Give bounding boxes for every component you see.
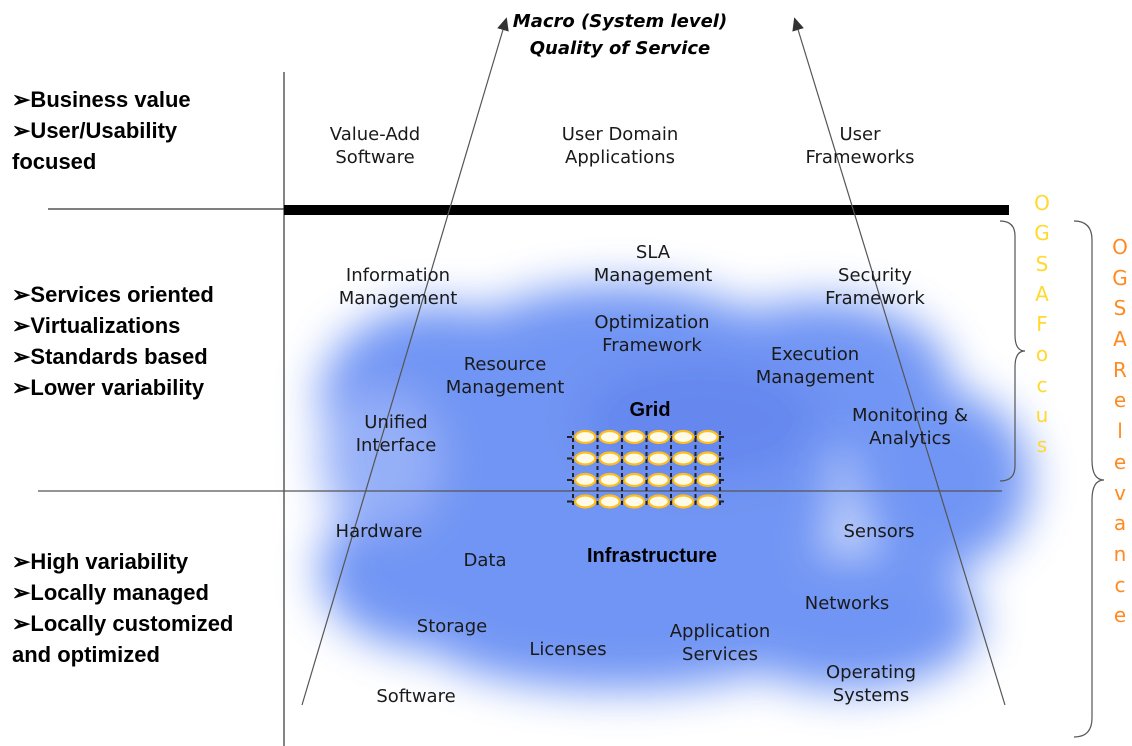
left-up-arrow <box>301 17 509 706</box>
operating-systems-label: Operating Systems <box>826 662 916 706</box>
storage-label: Storage <box>416 616 488 637</box>
right-up-arrow <box>792 17 1006 706</box>
bottom-tier-bullets: ➢High variability ➢Locally managed ➢Loca… <box>12 546 233 670</box>
grid-node <box>647 494 670 509</box>
infrastructure-label: Infrastructure <box>586 545 718 567</box>
title-line: Quality of Service <box>529 38 711 59</box>
bullet-item: ➢Standards based <box>12 344 208 369</box>
ogsa-focus-letter: o <box>1035 342 1049 367</box>
grid-node <box>696 451 719 466</box>
infrastructure-cloud <box>320 285 1030 690</box>
grid-node <box>623 472 646 488</box>
grid-node <box>623 451 646 466</box>
ogsa-relevance-letter: O <box>1112 235 1128 259</box>
ogsa-focus-letter: c <box>1036 372 1048 397</box>
ogsa-relevance-letter: v <box>1114 480 1126 505</box>
ogsa-relevance-letter: S <box>1113 296 1127 321</box>
ogsa-relevance-letter: n <box>1113 541 1127 566</box>
grid-node <box>696 472 719 488</box>
title-line: Macro (System level) <box>512 11 728 32</box>
ogsa-focus-letter: S <box>1035 251 1049 276</box>
grid-node <box>598 494 621 509</box>
information-management-label: Information Management <box>338 265 458 309</box>
bullet-item: ➢High variability <box>12 549 189 574</box>
grid-node <box>598 472 621 488</box>
bullet-item: focused <box>12 149 97 174</box>
networks-label: Networks <box>804 593 890 614</box>
grid-node <box>623 429 646 445</box>
ogsa-focus-letter: s <box>1036 433 1048 458</box>
value-add-software-label: Value-Add Software <box>329 124 421 168</box>
bullet-item: ➢Services oriented <box>12 282 214 307</box>
hardware-label: Hardware <box>335 521 423 542</box>
sensors-label: Sensors <box>843 521 915 542</box>
ogsa-relevance-brace <box>1073 220 1105 738</box>
grid-node <box>598 429 621 445</box>
bullet-item: ➢Lower variability <box>12 375 205 400</box>
grid-node <box>647 472 670 488</box>
unified-interface-label: Unified Interface <box>355 412 437 456</box>
bullet-item: ➢Locally customized <box>12 611 234 636</box>
top-divider-thick <box>284 205 1009 215</box>
bullet-item: ➢Virtualizations <box>12 313 181 338</box>
grid-node <box>647 429 670 445</box>
data-label: Data <box>463 550 507 571</box>
execution-management-label: Execution Management <box>755 344 875 388</box>
grid-node <box>696 429 719 445</box>
optimization-framework-label: Optimization Framework <box>594 312 710 356</box>
grid-node <box>672 472 695 488</box>
user-domain-applications-label: User Domain Applications <box>561 124 679 168</box>
ogsa-relevance-letter: e <box>1113 603 1127 628</box>
grid-node <box>672 494 695 509</box>
resource-management-label: Resource Management <box>445 354 565 398</box>
ogsa-relevance-letter: c <box>1114 572 1126 597</box>
ogsa-focus-letter: u <box>1035 403 1049 428</box>
grid-node <box>574 429 597 445</box>
grid-node <box>598 451 621 466</box>
grid-node <box>696 494 719 509</box>
bullet-item: and optimized <box>12 642 160 667</box>
grid-node <box>574 472 597 488</box>
ogsa-focus-letter: O <box>1034 191 1050 215</box>
ogsa-relevance-letter: e <box>1113 449 1127 474</box>
licenses-label: Licenses <box>529 639 607 660</box>
ogsa-relevance-letter: a <box>1113 511 1127 536</box>
bullet-item: ➢Locally managed <box>12 580 209 605</box>
bullet-item: ➢Business value <box>12 87 191 112</box>
ogsa-relevance-letter: l <box>1117 419 1123 444</box>
software-label: Software <box>376 686 456 707</box>
grid-node <box>647 451 670 466</box>
monitoring-analytics-label: Monitoring & Analytics <box>851 405 969 449</box>
ogsa-relevance-letter: e <box>1113 388 1127 413</box>
grid-label: Grid <box>629 399 671 421</box>
middle-tier-bullets: ➢Services oriented ➢Virtualizations ➢Sta… <box>12 279 214 403</box>
grid-icon <box>567 429 726 509</box>
ogsa-relevance-letter: A <box>1113 327 1127 352</box>
grid-node <box>574 451 597 466</box>
ogsa-relevance-letter: G <box>1112 265 1128 290</box>
diagram-title: Macro (System level) Quality of Service <box>480 8 760 62</box>
ogsa-focus-letter: F <box>1036 312 1048 337</box>
top-tier-bullets: ➢Business value ➢User/Usability focused <box>12 84 191 177</box>
grid-node <box>672 451 695 466</box>
grid-node <box>574 494 597 509</box>
sla-management-label: SLA Management <box>593 242 713 286</box>
ogsa-focus-letter: A <box>1035 281 1049 306</box>
ogsa-focus-brace <box>999 220 1026 482</box>
bullet-item: ➢User/Usability <box>12 118 178 143</box>
ogsa-relevance-letter: R <box>1113 357 1127 382</box>
grid-node <box>623 494 646 509</box>
user-frameworks-label: User Frameworks <box>805 124 915 168</box>
ogsa-focus-letter: G <box>1034 221 1050 246</box>
grid-node <box>672 429 695 445</box>
security-framework-label: Security Framework <box>825 265 925 309</box>
application-services-label: Application Services <box>669 621 771 665</box>
